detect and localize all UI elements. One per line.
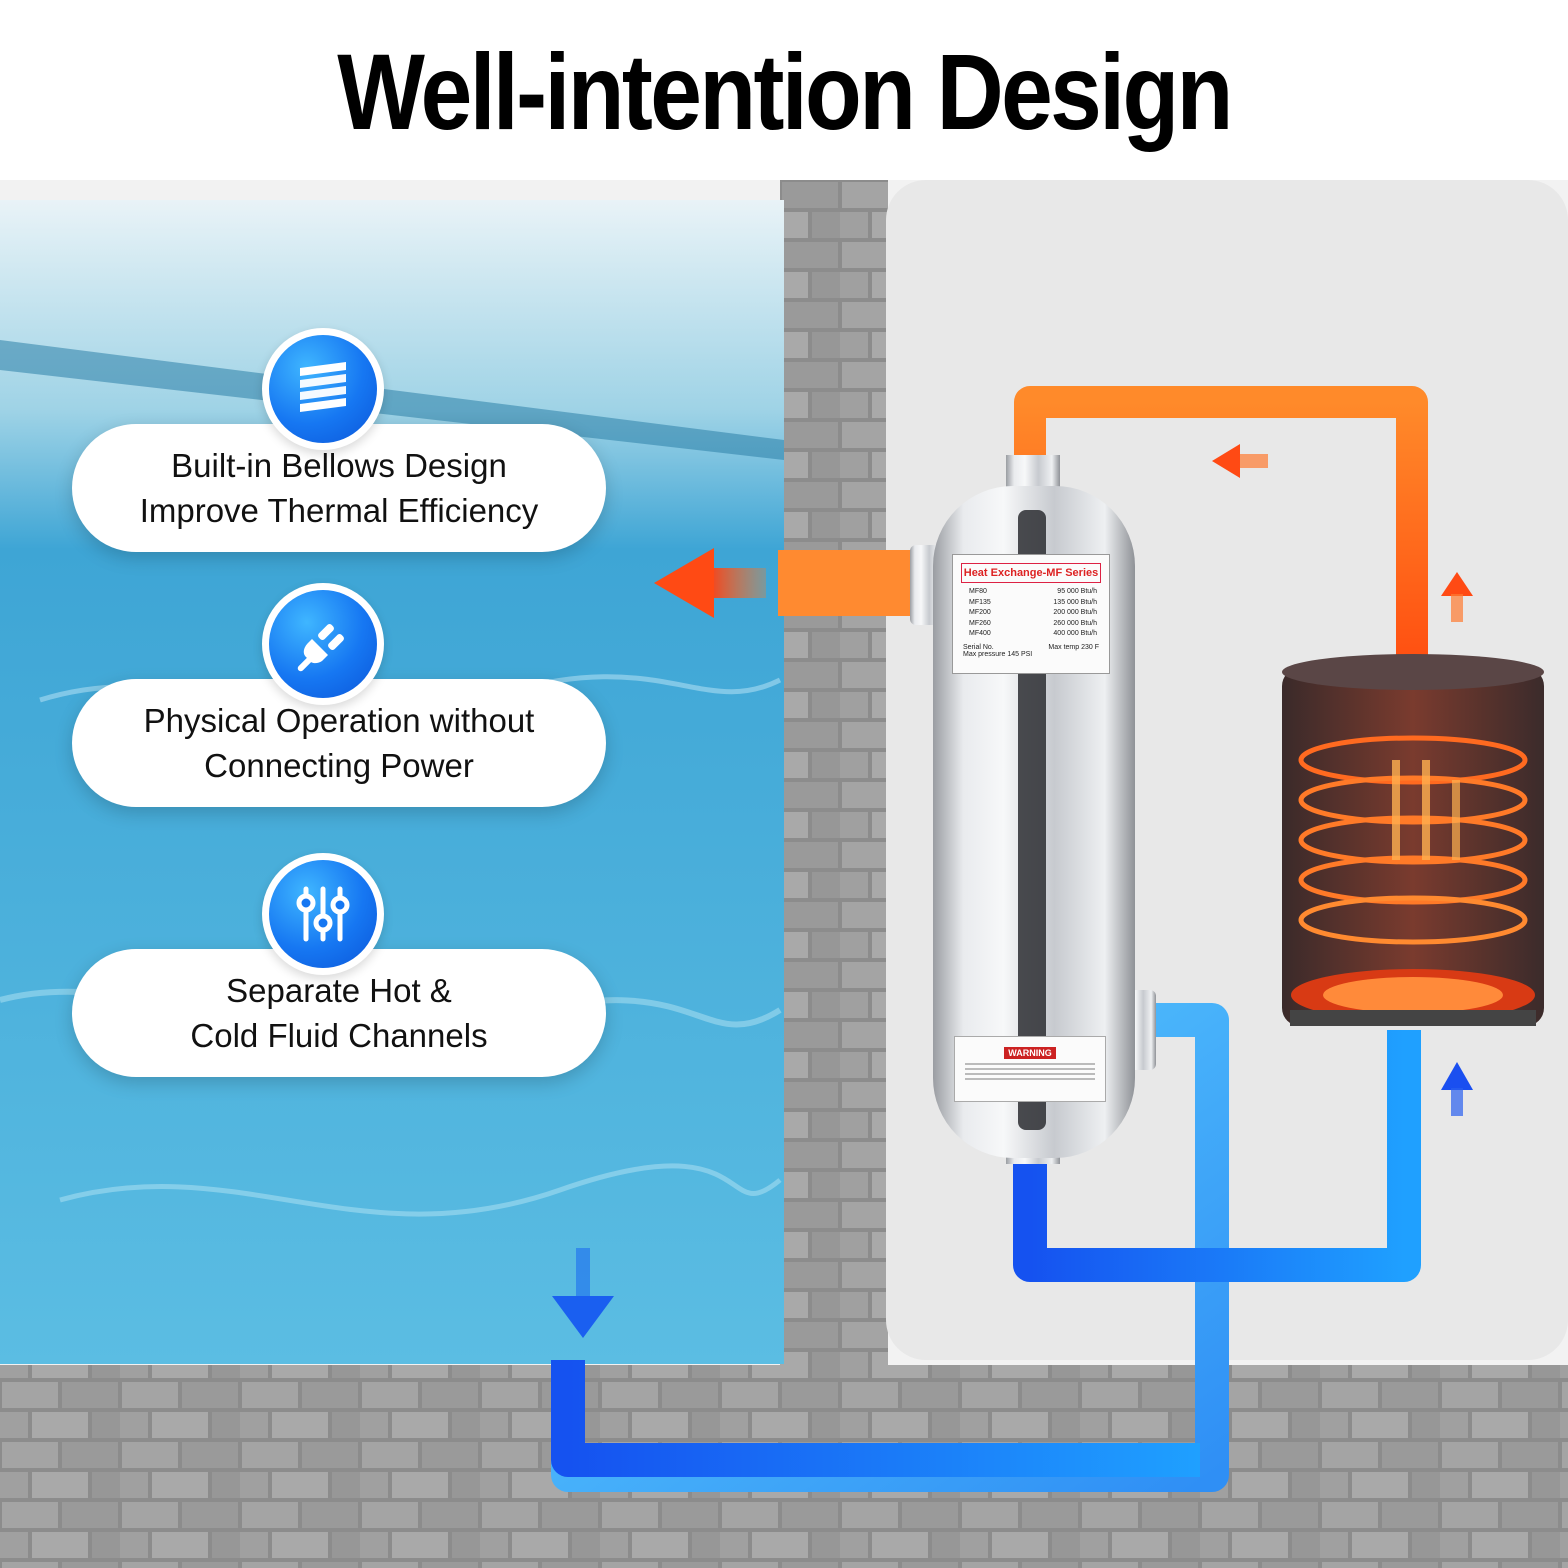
page-title: Well-intention Design xyxy=(337,31,1233,152)
heater-tank xyxy=(1282,654,1544,1026)
feature-line: Physical Operation without xyxy=(143,702,535,739)
warning-header: WARNING xyxy=(1004,1047,1056,1059)
spec-footer: Serial No.Max pressure 145 PSI Max temp … xyxy=(963,643,1099,658)
power-plug-icon xyxy=(262,583,384,705)
arrow-up-cold-icon xyxy=(1441,1062,1473,1116)
hot-water-pipe xyxy=(1014,386,1428,672)
feature-line: Built-in Bellows Design xyxy=(171,447,507,484)
arrow-left-small-icon xyxy=(1212,444,1268,478)
feature-line: Cold Fluid Channels xyxy=(190,1017,488,1054)
arrow-left-icon xyxy=(654,548,766,618)
feature-line: Improve Thermal Efficiency xyxy=(139,492,539,529)
bellows-coil-icon xyxy=(262,328,384,450)
feature-card-separate-channels: Separate Hot & Cold Fluid Channels xyxy=(72,949,606,1077)
spec-label-header: Heat Exchange-MF Series xyxy=(961,563,1101,583)
arrow-down-cold-icon xyxy=(552,1248,614,1338)
arrow-up-hot-icon xyxy=(1441,572,1473,622)
feature-line: Connecting Power xyxy=(204,747,474,784)
cold-water-pipe xyxy=(551,1003,1421,1492)
hot-outlet-pipe xyxy=(778,550,918,616)
feature-line: Separate Hot & xyxy=(226,972,452,1009)
sliders-icon xyxy=(262,853,384,975)
warning-label: WARNING xyxy=(954,1036,1106,1102)
